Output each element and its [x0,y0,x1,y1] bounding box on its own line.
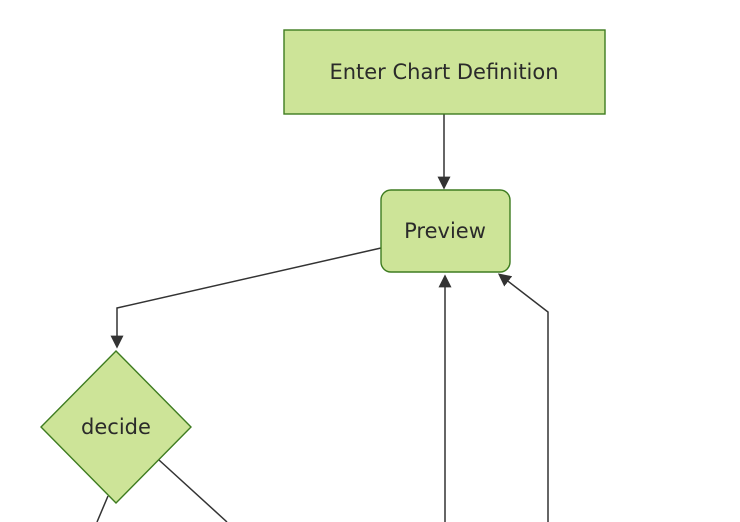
edge-preview-to-decide [110,247,382,349]
node-enter-chart-definition: Enter Chart Definition [283,29,606,115]
decide-label: decide [81,415,151,439]
preview-label: Preview [404,219,486,243]
edge-decide-to-offscreen-bottom-left [96,495,109,522]
edge-decide-to-offscreen-bottom-right [158,459,228,522]
node-preview: Preview [380,189,511,273]
node-decide: decide [40,350,192,504]
enter-chart-definition-box [283,29,606,115]
enter-chart-definition-label: Enter Chart Definition [329,60,558,84]
edge-offscreen-bottom-right-to-preview [497,273,549,522]
decide-diamond [40,350,192,504]
preview-box [380,189,511,273]
